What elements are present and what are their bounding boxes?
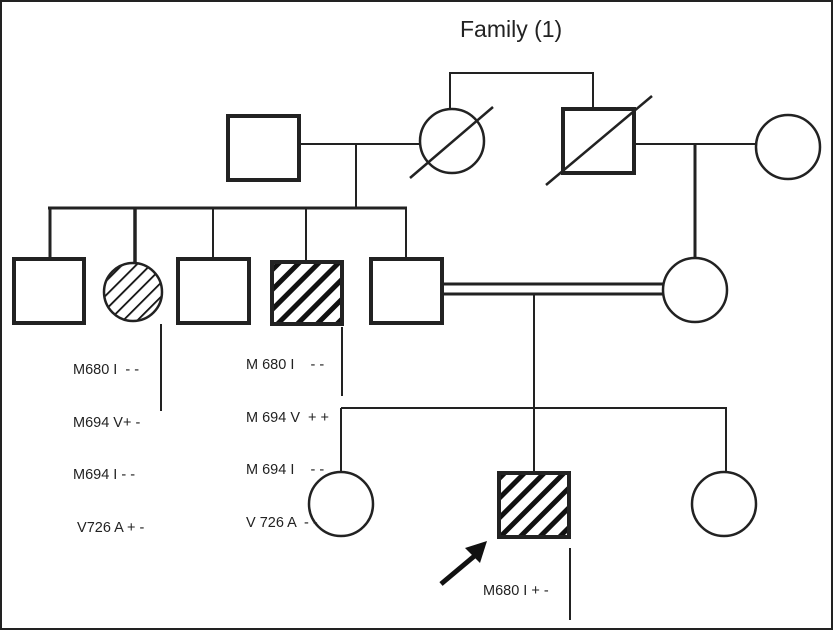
deceased-slash — [409, 106, 494, 179]
individual-I-4-female[interactable] — [754, 113, 822, 181]
proband-arrow-icon — [439, 541, 487, 586]
individual-I-1-male[interactable] — [226, 114, 301, 182]
individual-II-2-female-affected[interactable] — [102, 261, 164, 323]
individual-II-1-male[interactable] — [12, 257, 86, 325]
genotype-row: V 726 A - - — [246, 514, 318, 531]
diagram-title: Family (1) — [460, 16, 563, 42]
sibship-line-I — [449, 72, 594, 109]
genotype-row: V726 A + - — [73, 519, 145, 536]
individual-III-1-female[interactable] — [307, 470, 375, 538]
genotype-list-II-4: M 680 I - - M 694 V + + M 694 I - - V 72… — [246, 322, 329, 567]
individual-II-6-female[interactable] — [661, 256, 729, 324]
genotype-row: M694 V+ - — [73, 414, 141, 431]
genotype-row: M680 I + - — [483, 583, 549, 599]
sibship-line-III — [340, 407, 727, 472]
genotype-row: M 680 I - - — [246, 357, 325, 373]
individual-I-3-male-deceased[interactable] — [545, 95, 653, 186]
consanguineous-marriage-line — [442, 282, 663, 296]
individual-II-3-male[interactable] — [176, 257, 251, 325]
genotype-row: M680 I - - — [73, 362, 140, 378]
genotype-row: M694 I - - — [73, 467, 136, 483]
genotype-row: M 694 V + + — [246, 409, 330, 426]
individual-II-4-male-affected[interactable] — [270, 260, 344, 326]
sibship-line-II — [48, 206, 407, 264]
individual-I-2-female-deceased[interactable] — [409, 106, 494, 179]
individual-III-3-female[interactable] — [690, 470, 758, 538]
individual-II-5-male[interactable] — [369, 257, 444, 325]
deceased-slash — [545, 95, 653, 186]
individual-III-2-male-proband[interactable] — [497, 471, 571, 539]
genotype-list-II-2: M680 I - - M694 V+ - M694 I - - V726 A +… — [73, 327, 144, 572]
genotype-row: M 694 I - - — [246, 462, 325, 478]
